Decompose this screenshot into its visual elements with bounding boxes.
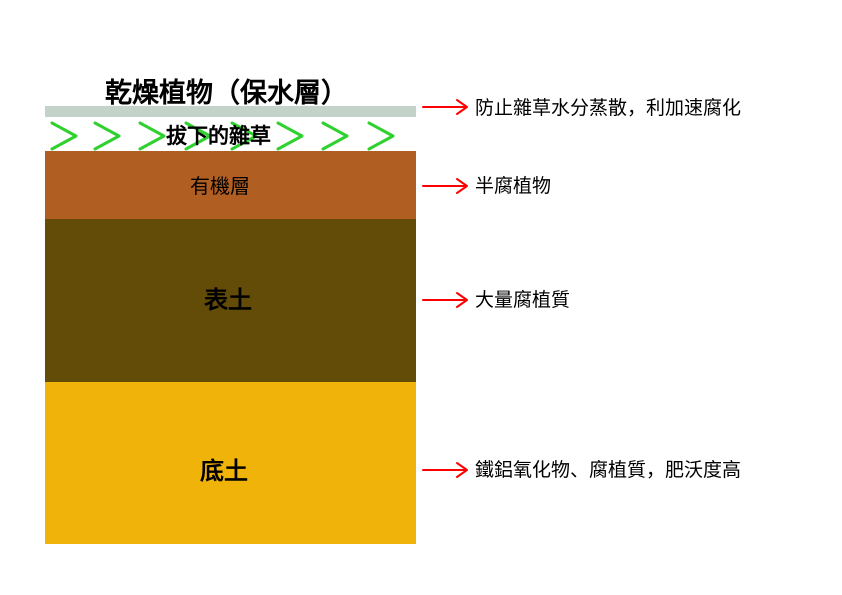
topsoil-layer xyxy=(45,219,416,382)
mulch-title: 乾燥植物（保水層） xyxy=(105,78,348,109)
arrow-mulch xyxy=(422,99,468,115)
weed-mark xyxy=(93,121,121,151)
organic-layer-label: 有機層 xyxy=(190,174,250,198)
weeds-layer xyxy=(45,117,416,151)
weed-mark xyxy=(230,121,258,151)
annotation-topsoil: 大量腐植質 xyxy=(475,289,571,311)
weeds-label: 拔下的雜草 xyxy=(166,124,271,148)
organic-layer xyxy=(45,151,416,219)
mulch-layer-bar xyxy=(45,106,416,117)
subsoil-layer-label: 底土 xyxy=(200,457,248,485)
weed-mark xyxy=(321,121,349,151)
weed-mark xyxy=(276,121,304,151)
arrow-topsoil xyxy=(422,292,468,308)
annotation-mulch: 防止雜草水分蒸散，利加速腐化 xyxy=(475,97,742,119)
annotation-subsoil: 鐵鋁氧化物、腐植質，肥沃度高 xyxy=(475,459,742,481)
arrow-subsoil xyxy=(422,462,468,478)
subsoil-layer xyxy=(45,382,416,544)
weed-mark xyxy=(50,121,78,151)
weed-mark xyxy=(138,121,166,151)
arrow-organic xyxy=(422,178,468,194)
annotation-organic: 半腐植物 xyxy=(475,175,552,197)
topsoil-layer-label: 表土 xyxy=(204,286,252,314)
weed-mark xyxy=(184,121,212,151)
weed-mark xyxy=(367,121,395,151)
